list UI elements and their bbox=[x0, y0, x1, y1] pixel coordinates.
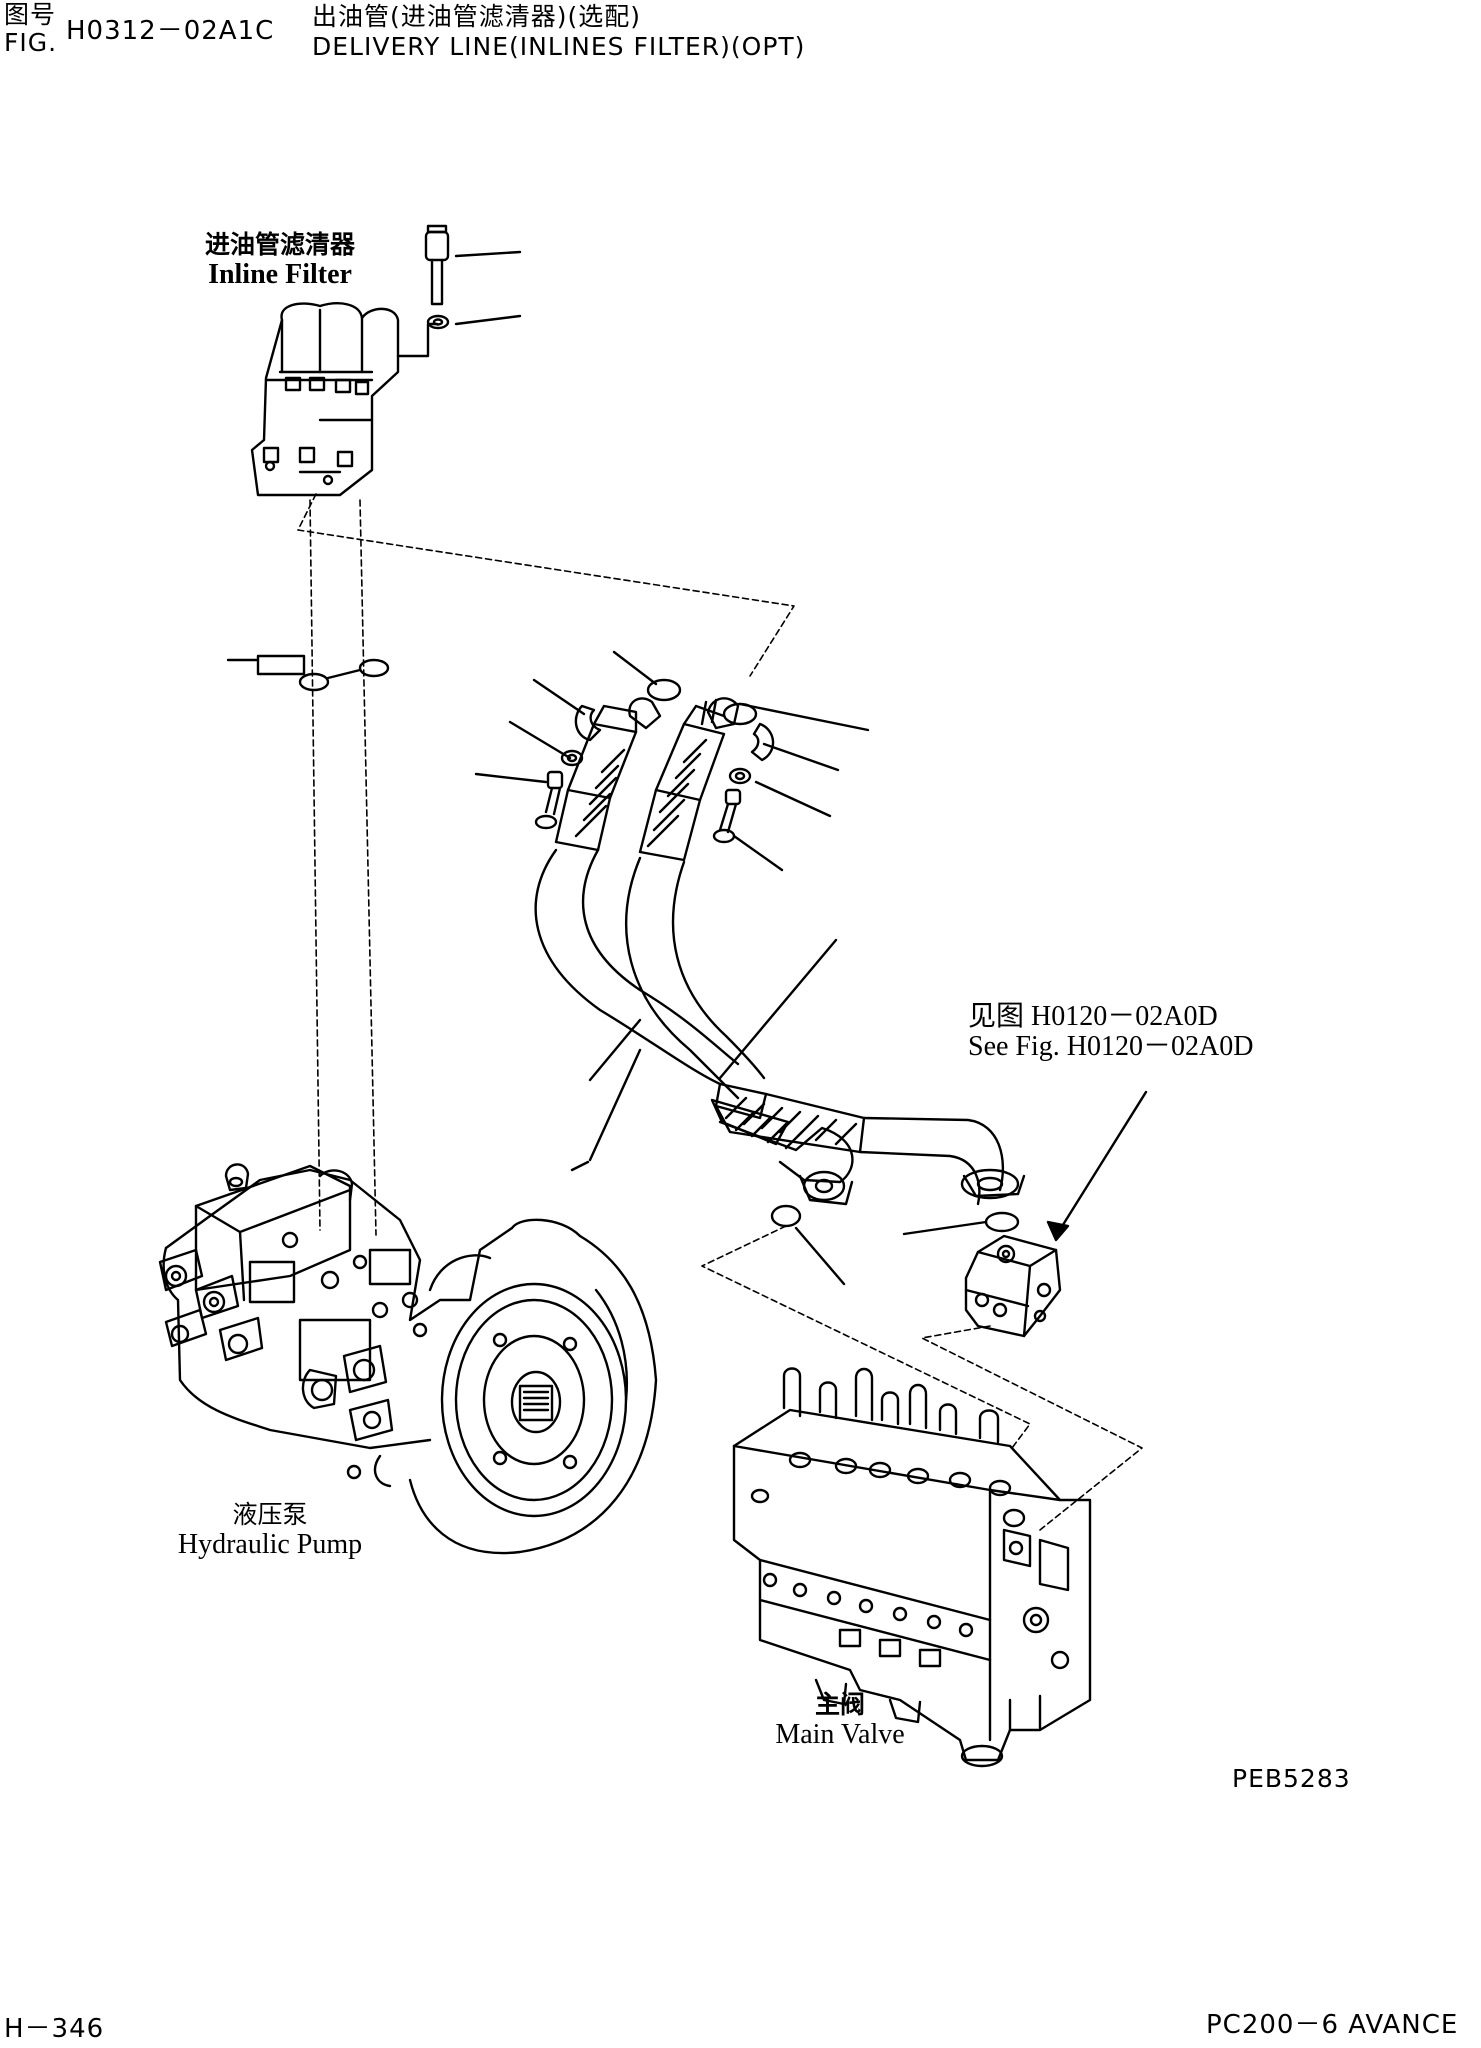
hydraulic-pump-label-cn: 液压泵 bbox=[232, 1500, 308, 1529]
drawing-code: PEB5283 bbox=[1232, 1764, 1351, 1793]
fig-prefix-en: FIG. bbox=[4, 28, 58, 57]
filter-guide-lines bbox=[297, 493, 795, 1236]
see-fig-arrow bbox=[1046, 1090, 1148, 1242]
title-cn: 出油管(进油管滤清器)(选配) bbox=[312, 2, 642, 31]
see-fig-label-en: See Fig. H0120－02A0D bbox=[968, 1031, 1254, 1062]
page-number: H－346 bbox=[4, 2014, 105, 2044]
main-valve bbox=[732, 1367, 1092, 1768]
main-valve-label-en: Main Valve bbox=[775, 1719, 905, 1750]
see-fig-label-cn: 见图 H0120－02A0D bbox=[968, 1001, 1218, 1032]
title-en: DELIVERY LINE(INLINES FILTER)(OPT) bbox=[312, 32, 806, 61]
main-valve-label: 主阀 Main Valve bbox=[740, 1690, 940, 1750]
filter-o-rings bbox=[226, 654, 390, 692]
inline-filter-body bbox=[250, 302, 439, 497]
hose-fittings bbox=[474, 650, 870, 872]
hydraulic-pump-label: 液压泵 Hydraulic Pump bbox=[140, 1500, 400, 1560]
fig-number: H0312－02A1C bbox=[66, 16, 275, 46]
inline-filter-label-en: Inline Filter bbox=[208, 259, 352, 290]
valve-o-rings bbox=[770, 1204, 1020, 1286]
delivery-hose-2 bbox=[570, 704, 854, 1206]
fig-prefix-cn: 图号 bbox=[4, 0, 57, 29]
main-valve-label-cn: 主阀 bbox=[814, 1690, 865, 1719]
valve-guide-lines bbox=[701, 1225, 1143, 1531]
filter-bolt bbox=[424, 224, 522, 330]
model-name: PC200－6 AVANCE bbox=[1206, 2010, 1459, 2040]
hydraulic-pump bbox=[158, 1163, 658, 1555]
hydraulic-pump-label-en: Hydraulic Pump bbox=[177, 1529, 363, 1560]
inline-filter-label: 进油管滤清器 Inline Filter bbox=[160, 230, 400, 290]
inline-filter-label-cn: 进油管滤清器 bbox=[204, 230, 355, 259]
junction-block bbox=[964, 1234, 1062, 1338]
see-fig-label: 见图 H0120－02A0D See Fig. H0120－02A0D bbox=[968, 1002, 1253, 1062]
